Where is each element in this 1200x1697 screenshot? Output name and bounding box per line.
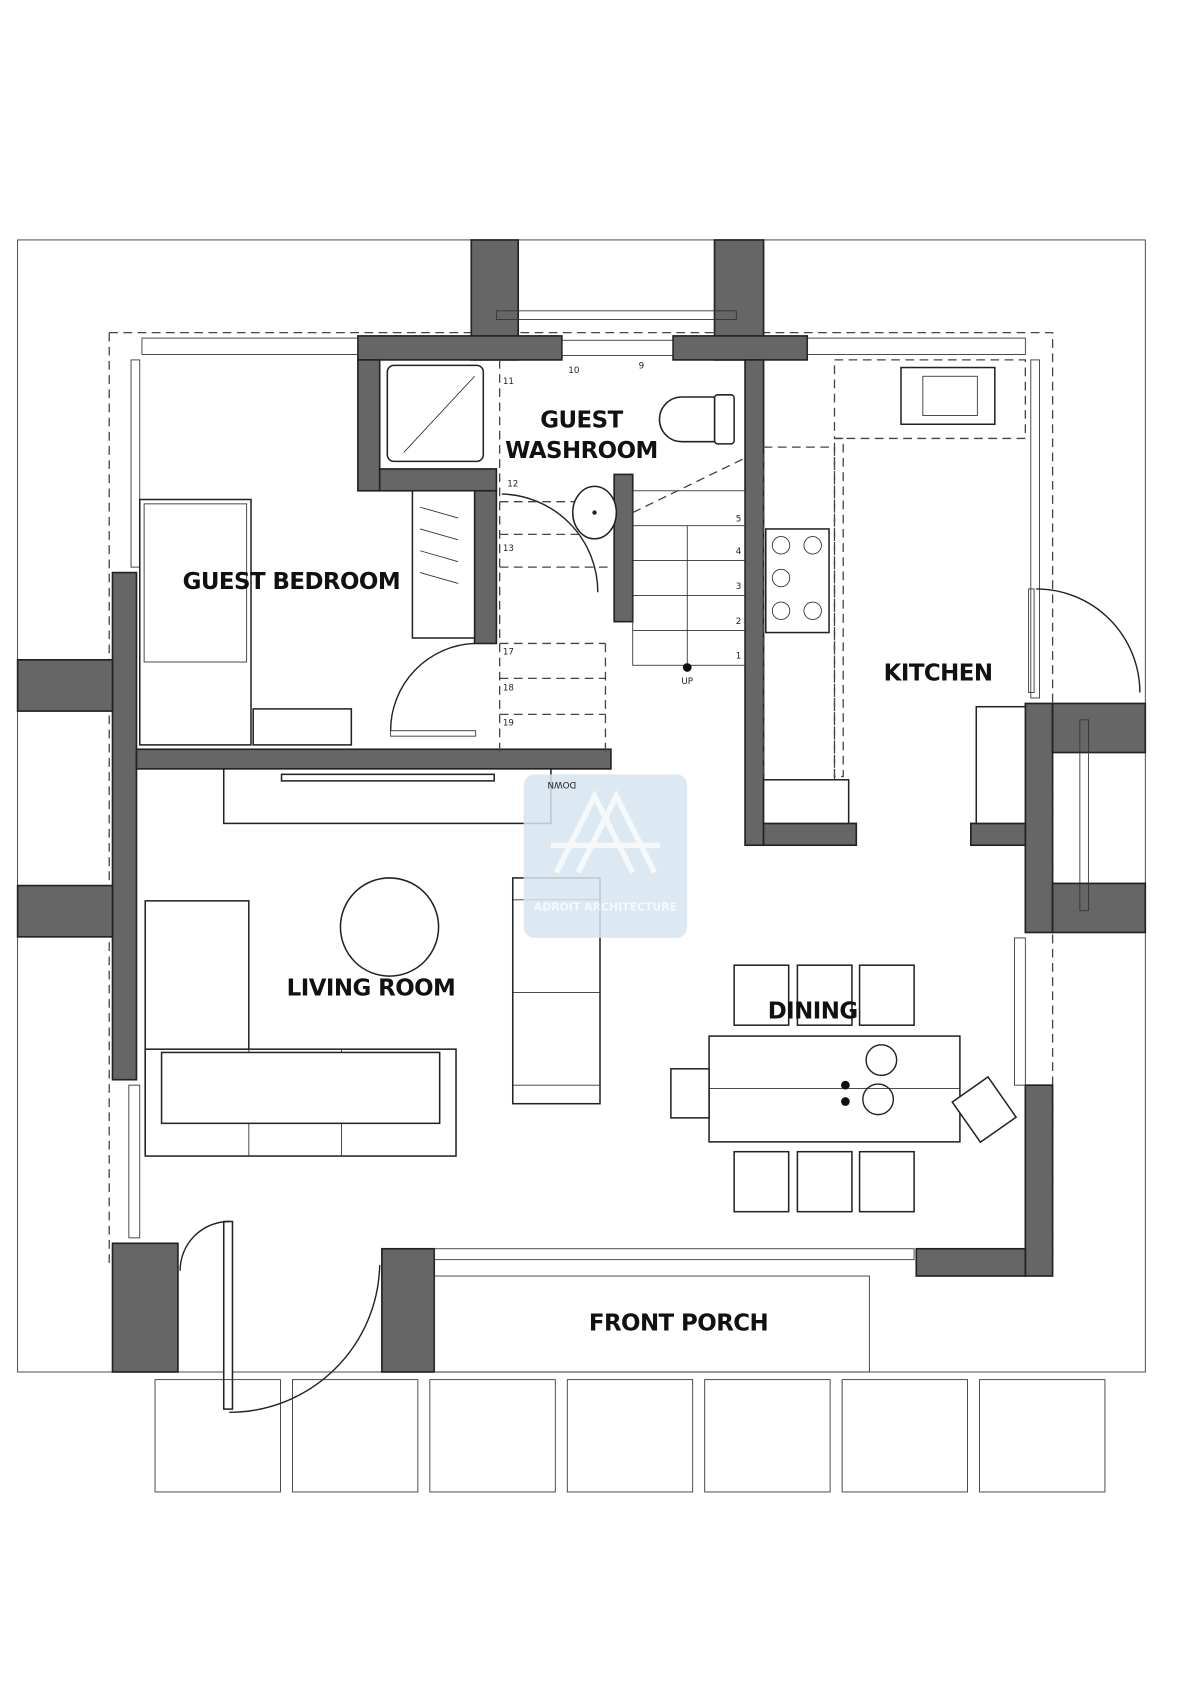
watermark-logo: ADROIT ARCHITECTURE <box>523 774 688 938</box>
windows <box>128 310 1090 1261</box>
walls <box>16 239 1147 1373</box>
stair-up-marker <box>682 663 692 672</box>
stove <box>765 528 830 634</box>
outer-dashed-line <box>108 331 1054 1271</box>
front-porch <box>433 1275 870 1373</box>
kitchen-fixtures <box>762 359 1027 825</box>
label-front-porch: FRONT PORCH <box>589 1311 768 1337</box>
step-number: 13 <box>503 544 514 554</box>
living-furniture <box>144 768 601 1157</box>
step-number: 12 <box>507 479 518 489</box>
paving-stones <box>154 1379 1106 1493</box>
stair-down-label: DOWN <box>547 779 576 789</box>
step-number: 4 <box>736 547 742 557</box>
step-number: 17 <box>503 647 514 657</box>
label-guest-washroom-2: WASHROOM <box>505 438 658 464</box>
coffee-table <box>339 877 440 977</box>
stair-up-label: UP <box>681 677 693 687</box>
label-kitchen: KITCHEN <box>884 661 993 687</box>
step-number: 3 <box>736 582 742 592</box>
step-number: 19 <box>503 718 514 728</box>
step-number: 10 <box>568 366 579 376</box>
label-guest-bedroom: GUEST BEDROOM <box>183 569 400 595</box>
guest-bed <box>138 498 353 746</box>
label-living-room: LIVING ROOM <box>287 976 456 1002</box>
staircase[interactable]: UP 1 2 3 4 5 9 10 11 12 13 17 18 19 <box>499 359 746 753</box>
dining-set <box>670 964 1018 1213</box>
label-dining: DINING <box>768 999 858 1025</box>
washroom-fixtures <box>386 364 735 639</box>
step-number: 9 <box>639 362 645 372</box>
step-number: 11 <box>503 377 514 387</box>
step-number: 18 <box>503 683 514 693</box>
step-number: 5 <box>736 514 742 524</box>
label-guest-washroom-1: GUEST <box>540 408 623 434</box>
watermark-text: ADROIT ARCHITECTURE <box>534 901 677 914</box>
step-number: 1 <box>736 652 742 662</box>
doors <box>179 493 1141 1414</box>
kitchen-sink <box>900 366 996 426</box>
step-number: 2 <box>736 617 742 627</box>
dining-table <box>708 1035 961 1143</box>
